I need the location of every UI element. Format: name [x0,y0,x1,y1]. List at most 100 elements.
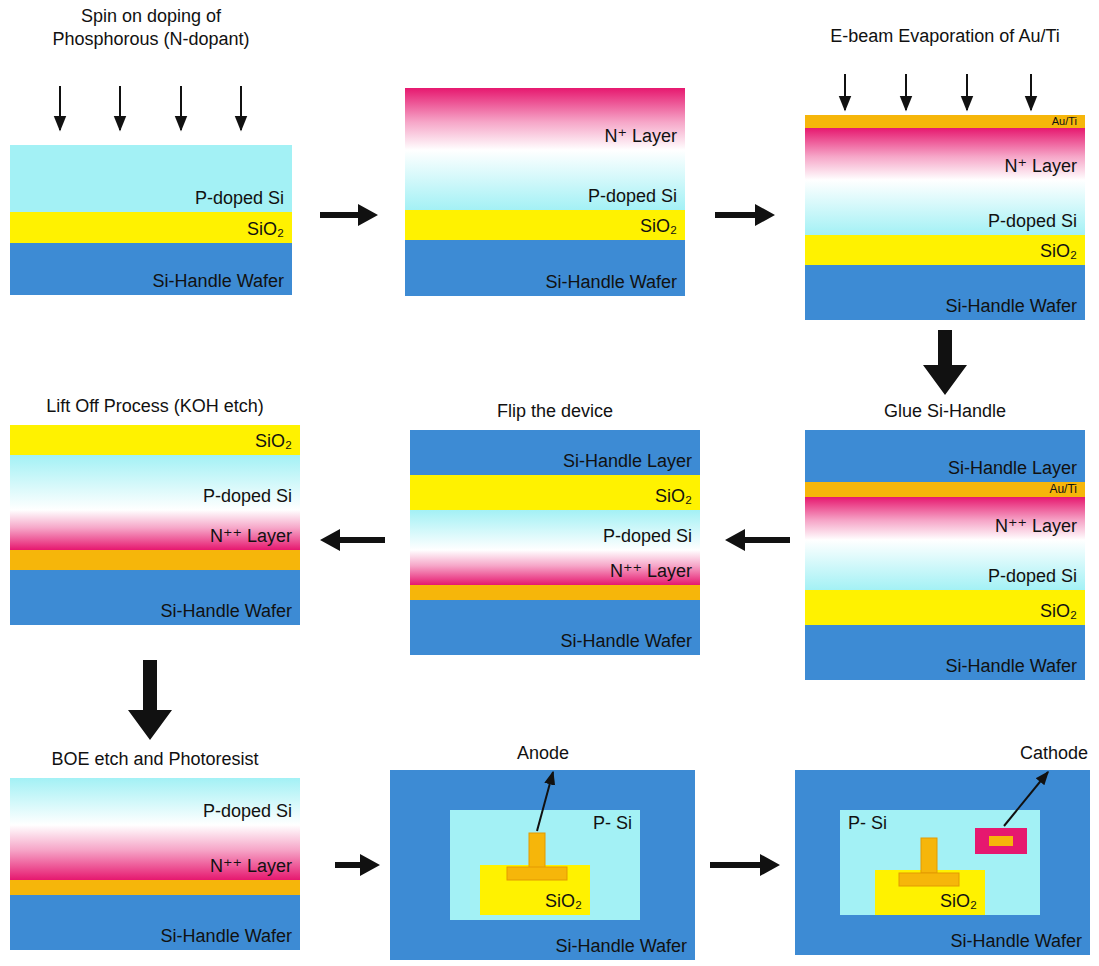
flow-arrow [128,660,172,740]
material-layer: P-doped Si [10,778,300,825]
material-layer: SiO₂ [10,212,292,243]
step-title: Glue Si-Handle [815,400,1075,423]
material-layer: P-doped Si [10,455,300,510]
material-layer: N⁺ Layer [805,128,1085,180]
material-layer: SiO₂ [410,475,700,510]
flow-arrow [710,854,780,876]
layer-label: P-doped Si [988,212,1077,232]
material-layer: SiO₂ [10,425,300,455]
material-layer: P- Si SiO₂ [450,810,640,920]
process-step: Spin on doping of Phosphorous (N-dopant)… [10,145,292,295]
material-layer: Au/Ti [805,482,1085,497]
layer-label: SiO₂ [1040,602,1077,622]
material-layer: Si-Handle Wafer [805,265,1085,320]
material-layer: SiO₂ [480,865,590,915]
material-layer: P-doped Si [10,145,292,212]
layer-label: P-doped Si [588,187,677,207]
process-step: Lift Off Process (KOH etch)SiO₂P-doped S… [10,425,300,625]
step-title: Spin on doping of Phosphorous (N-dopant) [31,5,271,50]
layer-label: Si-Handle Wafer [561,632,692,652]
metal-layer [410,585,700,600]
material-layer: SiO₂ [405,210,685,240]
flow-arrow [725,529,790,551]
cathode-contact [975,828,1027,854]
layer-label: Si-Handle Wafer [556,937,687,957]
layer-label: P-doped Si [203,487,292,507]
flow-arrow [715,204,775,226]
callout-label: Cathode [1020,744,1088,764]
layer-label: P-doped Si [603,527,692,547]
material-layer: SiO₂ [875,870,985,915]
material-layer: Si-Handle Layer [805,430,1085,482]
material-layer: P- Si SiO₂ [840,810,1040,915]
flow-arrow [320,529,385,551]
leader-line [537,772,1048,831]
metal-layer [10,550,300,570]
layer-label: Si-Handle Layer [563,452,692,472]
layer-label: Au/Ti [1049,483,1077,495]
metal-layer [10,880,300,895]
layer-label: P- Si [593,814,632,834]
material-layer: Si-Handle Wafer P- Si SiO₂ [390,770,695,960]
layer-label: P-doped Si [195,189,284,209]
material-layer: SiO₂ [805,235,1085,265]
layer-label: Si-Handle Layer [948,459,1077,479]
callout-label: Anode [517,744,569,764]
material-layer: Si-Handle Wafer [405,240,685,296]
layer-label: Si-Handle Wafer [951,932,1082,952]
process-step: N⁺ LayerP-doped Si SiO₂ Si-Handle Wafer [405,88,685,296]
layer-label: N⁺ Layer [604,127,677,147]
material-layer: N⁺⁺ Layer [410,550,700,585]
material-layer: Au/Ti [805,115,1085,128]
layer-label: P-doped Si [203,802,292,822]
layer-label: SiO₂ [247,220,284,240]
layer-label: Si-Handle Wafer [161,602,292,622]
step-title: BOE etch and Photoresist [15,748,295,771]
layer-label: Si-Handle Wafer [161,927,292,947]
material-layer: P-doped Si [410,510,700,550]
layer-label: Si-Handle Wafer [546,273,677,293]
flow-arrow [320,204,378,226]
material-layer: SiO₂ [805,590,1085,625]
process-step: Flip the deviceSi-Handle LayerSiO₂P-dope… [410,430,700,655]
step-title: Lift Off Process (KOH etch) [15,395,295,418]
layer-label: Si-Handle Wafer [153,272,284,292]
material-layer: Si-Handle Wafer [10,895,300,950]
layer-label: Au/Ti [1052,116,1077,127]
material-layer: Si-Handle Layer [410,430,700,475]
layer-label: SiO₂ [255,432,292,452]
layer-label: SiO₂ [545,892,582,912]
material-layer: Si-Handle Wafer [805,625,1085,680]
layer-label: N⁺⁺ Layer [210,527,292,547]
layer-label: SiO₂ [655,487,692,507]
layer-label: Si-Handle Wafer [946,297,1077,317]
layer-label: N⁺ Layer [1004,157,1077,177]
process-step: E-beam Evaporation of Au/TiAu/TiN⁺ Layer… [805,115,1085,320]
layer-label: SiO₂ [1040,242,1077,262]
material-layer: Si-Handle Wafer [410,600,700,655]
material-layer: N⁺ Layer [405,88,685,150]
material-layer: P-doped Si [805,540,1085,590]
process-step: Glue Si-HandleSi-Handle LayerAu/TiN⁺⁺ La… [805,430,1085,680]
flow-arrow [335,854,380,876]
layer-label: N⁺⁺ Layer [610,562,692,582]
layer-label: P- Si [848,814,887,834]
layer-label: SiO₂ [940,892,977,912]
anode-contact [507,833,959,886]
material-layer: Si-Handle Wafer [10,243,292,295]
material-layer: Si-Handle Wafer P- Si SiO₂ [795,770,1090,955]
step-title: E-beam Evaporation of Au/Ti [820,25,1070,48]
layer-label: N⁺⁺ Layer [210,857,292,877]
layer-label: P-doped Si [988,567,1077,587]
material-layer: Si-Handle Wafer [10,570,300,625]
material-layer: N⁺⁺ Layer [10,510,300,550]
step-title: Flip the device [425,400,685,423]
process-step: BOE etch and PhotoresistP-doped SiN⁺⁺ La… [10,778,300,950]
material-layer: P-doped Si [805,180,1085,235]
layer-label: SiO₂ [640,217,677,237]
layer-label: N⁺⁺ Layer [995,517,1077,537]
layer-label: Si-Handle Wafer [946,657,1077,677]
material-layer: N⁺⁺ Layer [805,497,1085,540]
material-layer: P-doped Si [405,150,685,210]
flow-arrow [923,330,967,395]
